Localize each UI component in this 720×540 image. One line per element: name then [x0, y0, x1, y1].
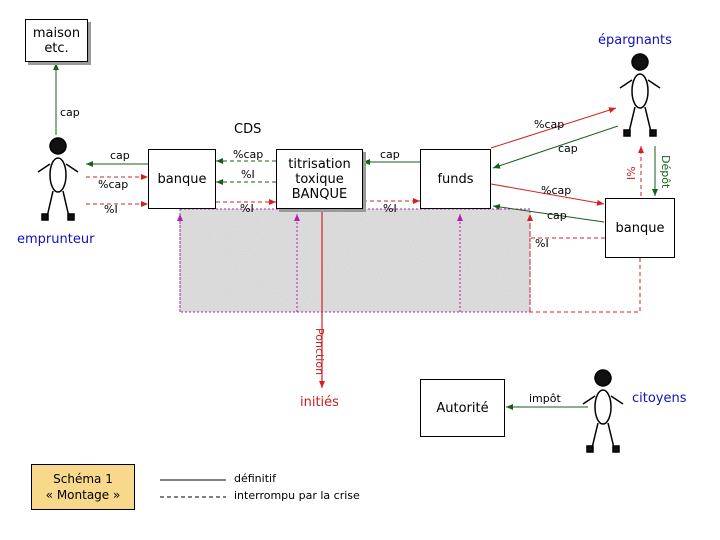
autorite-label: Autorité: [436, 400, 489, 416]
label-pcap-bt: %cap: [233, 148, 264, 161]
banque-right-box: banque: [605, 198, 675, 258]
label-i-ver: I%: [625, 166, 638, 180]
label-cap-tf: cap: [380, 148, 400, 161]
funds-label: funds: [437, 171, 474, 187]
arrow-cap-ef: [492, 125, 619, 169]
legend-solid-label: définitif: [234, 472, 276, 485]
label-impot: impôt: [529, 392, 561, 405]
return-loop: [527, 214, 641, 313]
arrow-pcap-fe: [490, 107, 617, 149]
label-pcap-emp: %cap: [98, 178, 129, 191]
label-cds: CDS: [234, 122, 262, 137]
figure-emprunteur-icon: [37, 137, 79, 221]
label-ponction: Ponction: [313, 328, 326, 376]
magenta-risers: [177, 214, 463, 312]
legend-box: Schéma 1 « Montage »: [31, 464, 135, 510]
banque-right-label: banque: [615, 220, 665, 236]
legend-title: Schéma 1: [53, 472, 113, 486]
label-pi-bt: %I: [241, 168, 255, 181]
citoyens-label: citoyens: [632, 391, 687, 406]
label-pi-low2: %I: [383, 202, 397, 215]
arrow-cap-bf: [492, 204, 605, 223]
banque-left-label: banque: [157, 171, 207, 187]
titrisation-label: titrisation toxique BANQUE: [288, 156, 351, 202]
legend-subtitle: « Montage »: [45, 488, 121, 502]
label-pcap-fb: %cap: [541, 184, 572, 197]
arrow-pcap-fb: [490, 183, 605, 206]
label-cap-bf: cap: [547, 209, 567, 222]
label-pcap-fe: %cap: [534, 118, 565, 131]
maison-box: maison etc.: [25, 19, 88, 62]
label-cap-up: cap: [60, 106, 80, 119]
titrisation-box: titrisation toxique BANQUE: [276, 149, 363, 209]
figure-epargnants-icon: [619, 53, 661, 137]
epargnants-label: épargnants: [598, 33, 672, 48]
figure-citoyens-icon: [582, 369, 624, 453]
inities-label: initiés: [300, 395, 339, 410]
label-depot-ver: Dépôt: [659, 155, 672, 189]
crisis-zone: [179, 208, 531, 313]
label-pi-low: %I: [240, 202, 254, 215]
label-cap-emp: cap: [110, 149, 130, 162]
emprunteur-label: emprunteur: [17, 232, 95, 247]
autorite-box: Autorité: [420, 379, 505, 437]
label-cap-ef: cap: [558, 142, 578, 155]
label-pi-bf: %I: [535, 237, 549, 250]
label-pi-emp: %I: [104, 203, 118, 216]
funds-box: funds: [420, 149, 491, 209]
maison-label: maison etc.: [32, 25, 81, 56]
legend-dashed-label: interrompu par la crise: [234, 489, 360, 502]
banque-left-box: banque: [148, 149, 216, 209]
